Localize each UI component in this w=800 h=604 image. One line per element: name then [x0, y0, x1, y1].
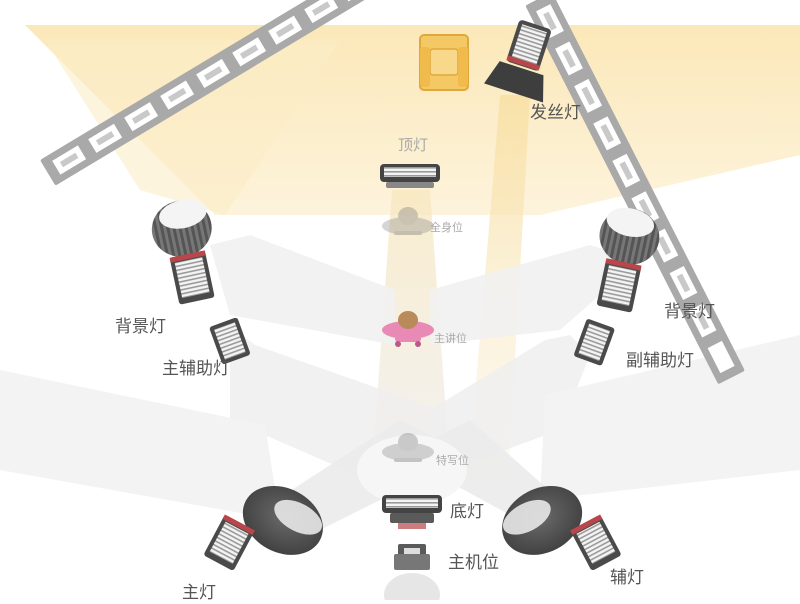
left-floor-beam: [0, 370, 280, 520]
sub-fill-light-fixture: [574, 319, 615, 366]
background-light-left-fixture: [151, 199, 215, 305]
light-beams: [0, 25, 800, 540]
armchair-icon: [419, 34, 469, 91]
background-light-left-label: 背景灯: [115, 317, 166, 337]
hair-light-fixture: [484, 20, 551, 103]
bottom-light-fixture: [382, 495, 442, 529]
fill-light-label: 辅灯: [610, 568, 644, 588]
main-fill-light-label: 主辅助灯: [162, 359, 230, 379]
bottom-light-label: 底灯: [450, 502, 484, 522]
background-right-beam: [430, 245, 640, 345]
full-body-position-label: 全身位: [430, 221, 463, 234]
background-light-right-fixture: [596, 207, 660, 313]
background-light-right-label: 背景灯: [664, 302, 715, 322]
truss-left: [40, 0, 379, 185]
left-warm-beam: [45, 40, 340, 215]
right-floor-beam: [540, 335, 800, 500]
truss-right: [525, 0, 745, 384]
background-left-beam: [210, 235, 395, 345]
main-fill-light-fixture: [209, 317, 250, 364]
full-body-position-icon: [382, 207, 434, 235]
top-light-fixture: [380, 164, 440, 188]
presenter-position-label: 主讲位: [434, 332, 467, 345]
sub-fill-light-label: 副辅助灯: [626, 351, 694, 371]
hair-light-label: 发丝灯: [530, 103, 581, 123]
key-light-label: 主灯: [182, 583, 216, 603]
key-light-fixture: [204, 485, 323, 571]
fill-light-fixture: [502, 485, 621, 571]
top-light-label: 顶灯: [398, 136, 429, 154]
bottom-light-glow: [357, 435, 467, 505]
close-up-position-label: 特写位: [436, 454, 469, 467]
main-camera-label: 主机位: [448, 553, 499, 573]
presenter-position-icon: [382, 311, 434, 347]
camera-icon: [384, 544, 440, 604]
close-up-position-icon: [382, 433, 434, 462]
